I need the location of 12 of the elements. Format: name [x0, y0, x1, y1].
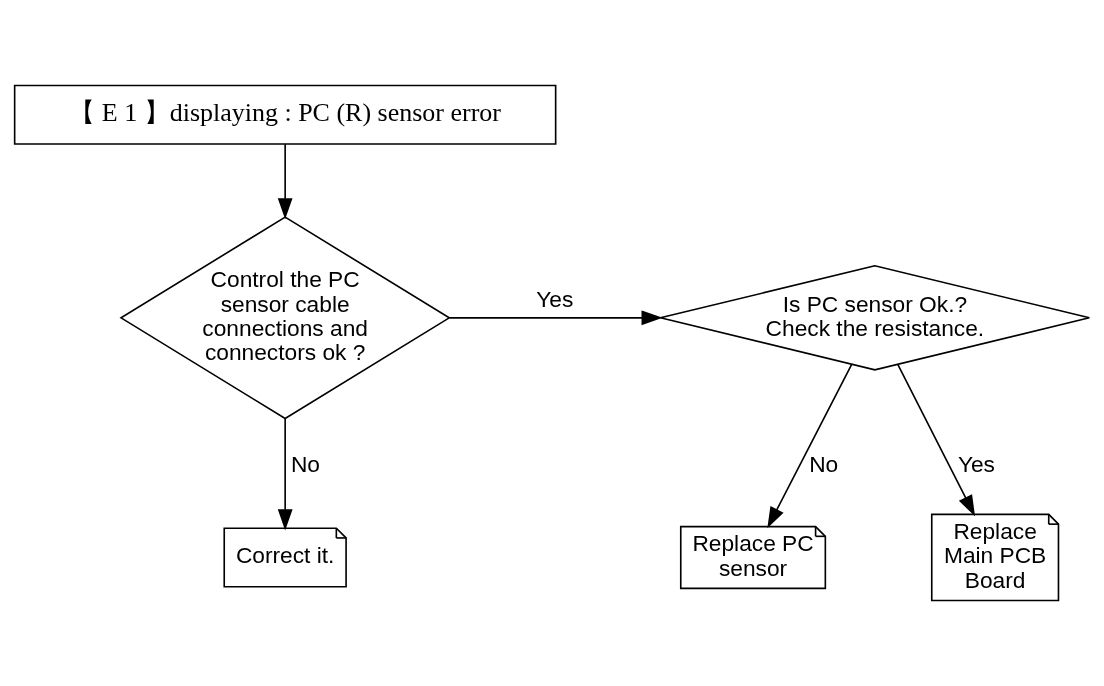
node-box: 【 E 1 】displaying : PC (R) sensor error [13, 84, 557, 145]
edge-label: Yes [957, 451, 995, 478]
edge-label: No [290, 451, 320, 478]
node-diamond: Is PC sensor Ok.? Check the resistance. [659, 265, 1091, 371]
arrow [448, 310, 663, 326]
arrow [896, 363, 976, 517]
arrow [767, 363, 853, 529]
edge-label: No [809, 451, 839, 478]
arrow [277, 418, 293, 531]
node-diamond: Control the PC sensor cable connections and connectors ok ? [119, 216, 451, 420]
arrow [277, 143, 293, 220]
edge-label: Yes [536, 285, 574, 312]
